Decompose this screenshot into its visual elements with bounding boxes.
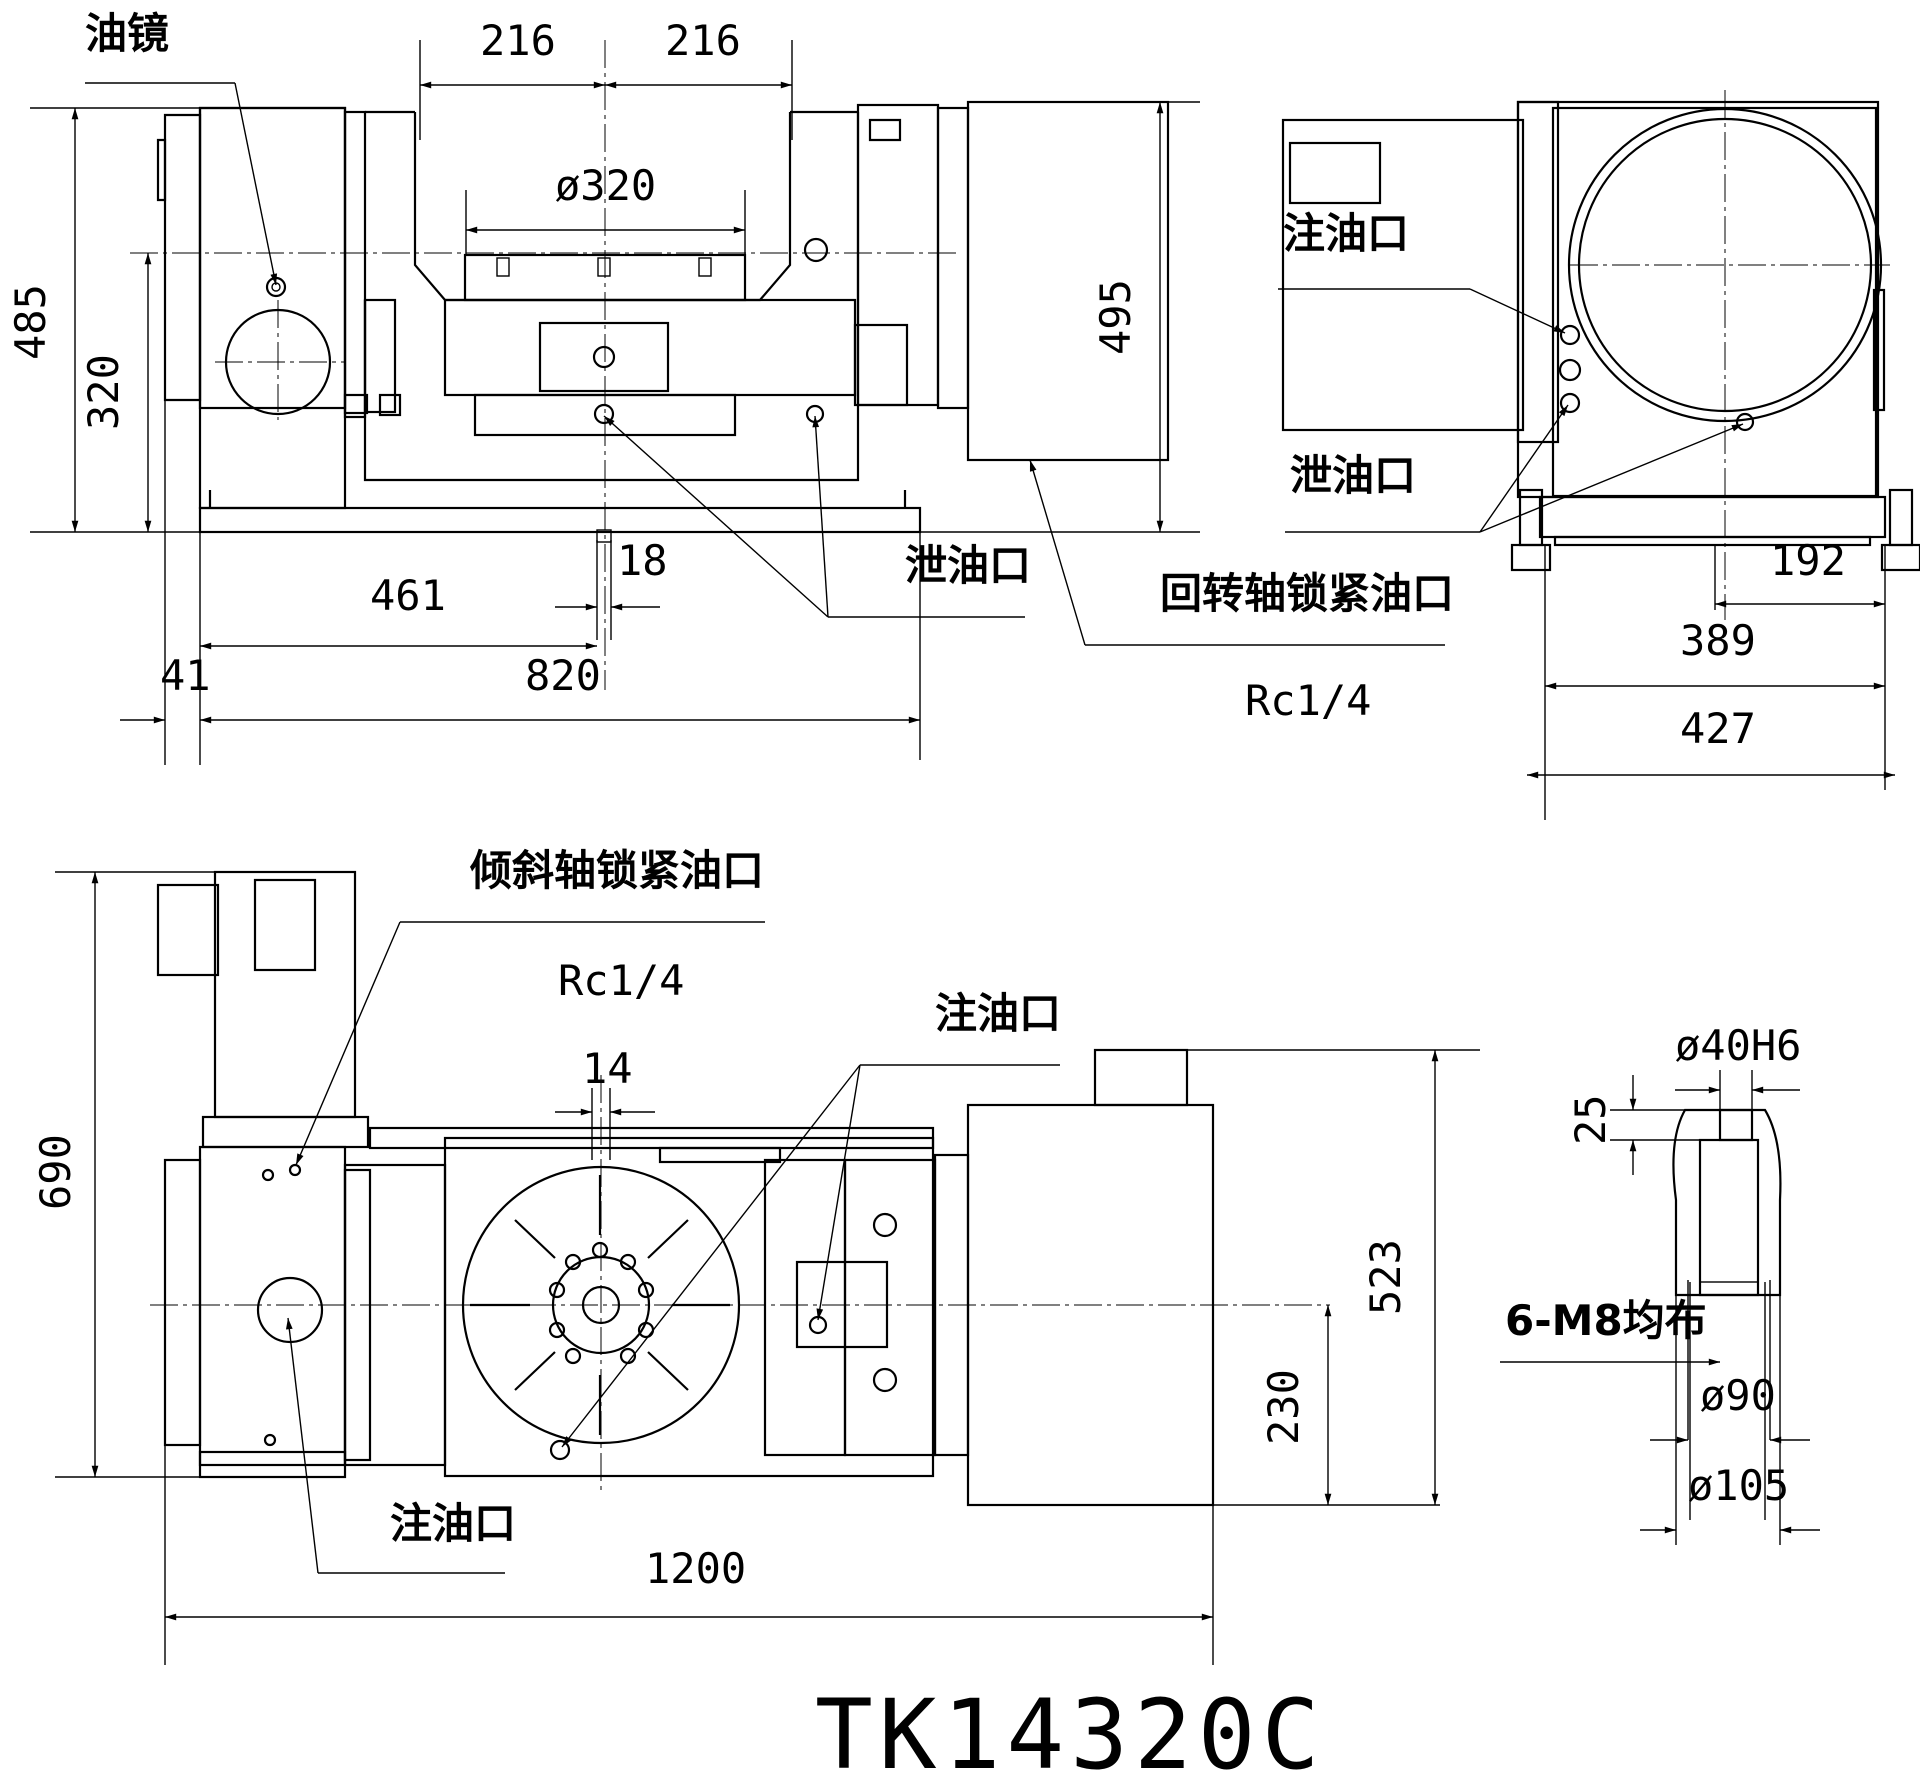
side-view: 192 389 427 注油口 泄油口 bbox=[1278, 90, 1920, 820]
dim-dia-40h6: ø40H6 bbox=[1675, 1021, 1801, 1070]
dim-461: 461 bbox=[370, 571, 446, 620]
dim-dia-320: ø320 bbox=[555, 161, 656, 210]
dim-18: 18 bbox=[617, 536, 668, 585]
dim-495: 495 bbox=[1091, 279, 1140, 355]
label-tilt-lock-port: 倾斜轴锁紧油口 bbox=[469, 846, 764, 895]
drawing-title: TK14320C bbox=[815, 1679, 1325, 1779]
dim-690: 690 bbox=[31, 1134, 80, 1210]
dim-25: 25 bbox=[1566, 1094, 1615, 1145]
label-oil-drain-side: 泄油口 bbox=[1290, 451, 1416, 500]
section-detail: ø40H6 25 6-M8均布 ø90 ø105 bbox=[1500, 1021, 1820, 1545]
label-oil-drain-front: 泄油口 bbox=[905, 541, 1031, 590]
dim-dia-105: ø105 bbox=[1688, 1461, 1789, 1510]
label-oil-fill-side: 注油口 bbox=[1283, 209, 1409, 258]
label-oil-sight-glass: 油镜 bbox=[85, 9, 169, 58]
label-oil-fill-top: 注油口 bbox=[935, 989, 1061, 1038]
dim-820: 820 bbox=[525, 651, 601, 700]
dim-dia-90: ø90 bbox=[1700, 1371, 1776, 1420]
dim-216-left: 216 bbox=[480, 16, 556, 65]
label-bolt-pattern: 6-M8均布 bbox=[1505, 1296, 1707, 1345]
dim-320: 320 bbox=[79, 354, 128, 430]
label-oil-fill-bottom: 注油口 bbox=[390, 1499, 516, 1548]
label-rotary-lock-port: 回转轴锁紧油口 bbox=[1160, 569, 1454, 618]
dim-216-right: 216 bbox=[665, 16, 741, 65]
dim-41: 41 bbox=[160, 651, 211, 700]
dim-192: 192 bbox=[1770, 536, 1846, 585]
dim-1200: 1200 bbox=[645, 1544, 746, 1593]
dim-389: 389 bbox=[1680, 616, 1756, 665]
dim-230: 230 bbox=[1259, 1369, 1308, 1445]
label-thread-spec-2: Rc1/4 bbox=[558, 956, 684, 1005]
front-view: 216 216 ø320 485 320 495 18 461 8 bbox=[6, 9, 1454, 765]
label-thread-spec-1: Rc1/4 bbox=[1245, 676, 1371, 725]
dim-427: 427 bbox=[1680, 704, 1756, 753]
dim-523: 523 bbox=[1361, 1239, 1410, 1315]
dim-14: 14 bbox=[582, 1044, 633, 1093]
dim-485: 485 bbox=[6, 284, 55, 360]
top-view: 690 523 230 14 1200 倾斜轴锁紧油口 Rc1/4 注油口 注油… bbox=[31, 846, 1480, 1665]
